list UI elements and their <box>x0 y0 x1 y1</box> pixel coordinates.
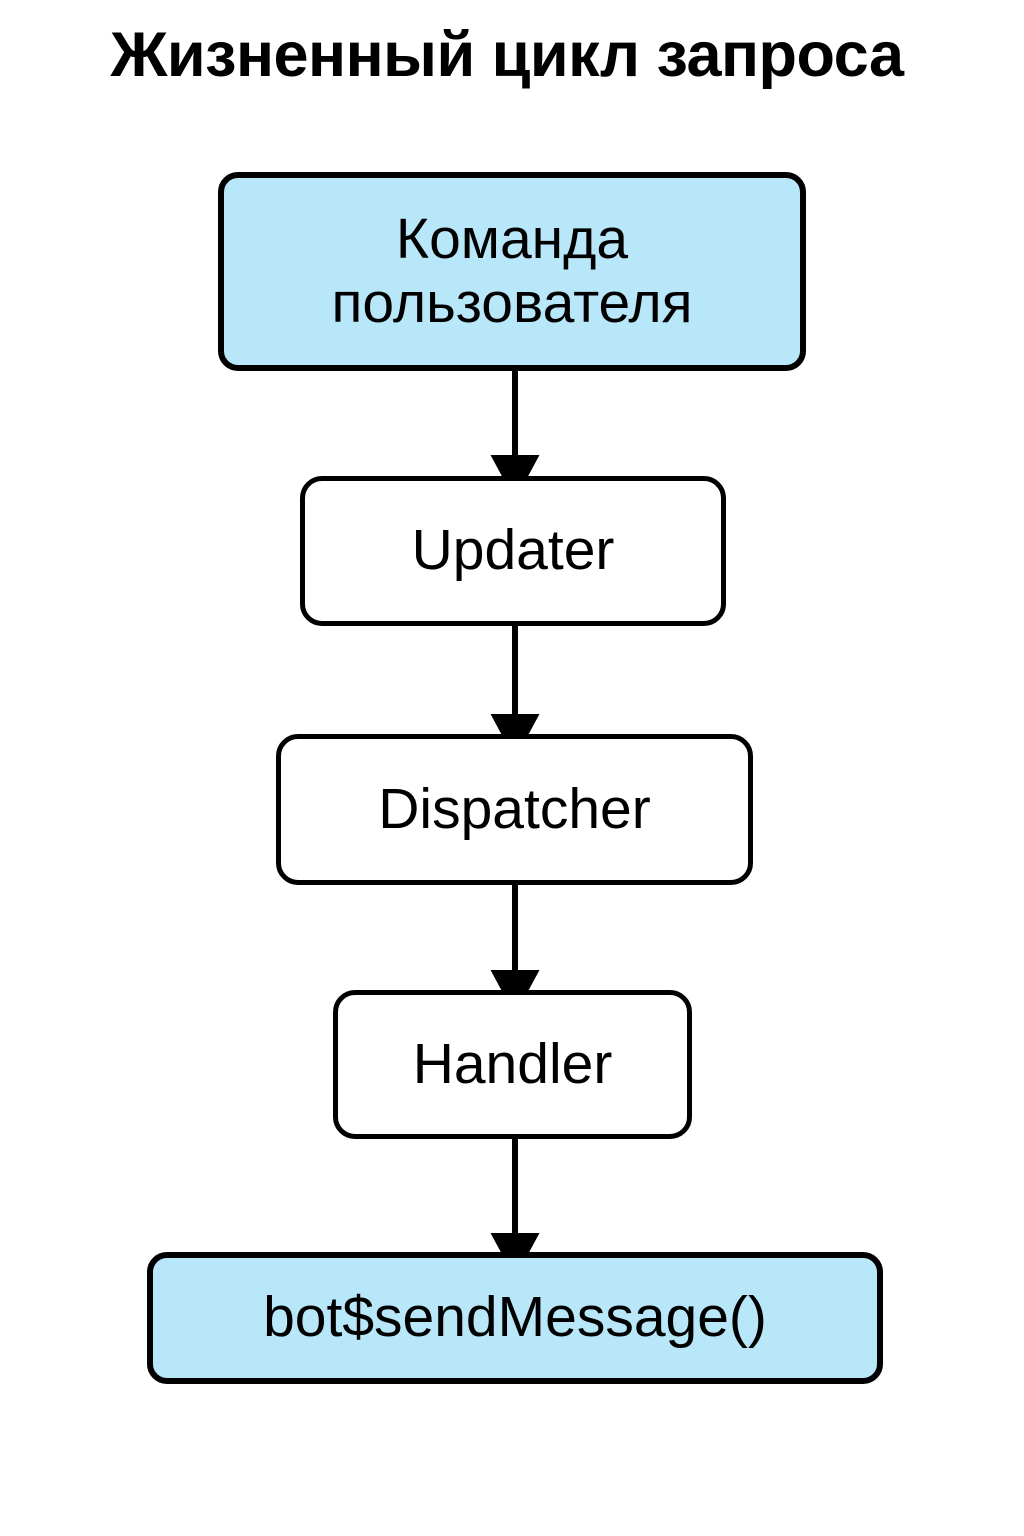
node-send-message-label: bot$sendMessage() <box>263 1285 767 1350</box>
node-user-command-label: Команда пользователя <box>331 206 693 335</box>
node-dispatcher[interactable]: Dispatcher <box>276 734 753 885</box>
node-user-command[interactable]: Команда пользователя <box>218 172 806 371</box>
page-title: Жизненный цикл запроса <box>110 20 904 90</box>
node-updater-label: Updater <box>411 518 615 583</box>
node-handler[interactable]: Handler <box>333 990 692 1139</box>
node-updater[interactable]: Updater <box>300 476 726 626</box>
node-dispatcher-label: Dispatcher <box>378 776 651 841</box>
node-send-message[interactable]: bot$sendMessage() <box>147 1252 883 1384</box>
node-handler-label: Handler <box>412 1031 613 1096</box>
